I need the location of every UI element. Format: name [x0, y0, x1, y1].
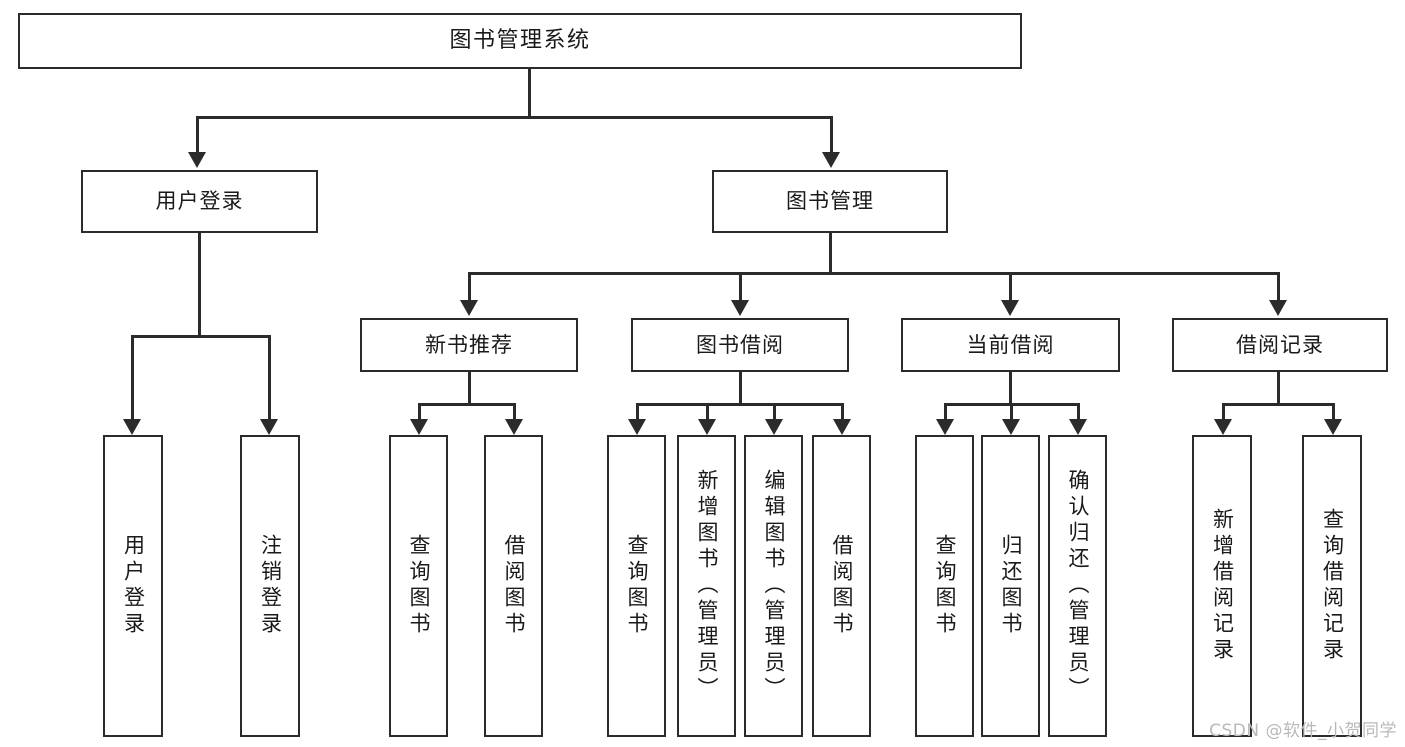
node-label: 图书管理系统: [449, 28, 591, 54]
arrowhead-current-borrow-leaf1: [936, 419, 954, 435]
node-user-login[interactable]: 用户登录: [81, 170, 318, 233]
node-label: 查询图书: [407, 534, 431, 638]
connector-book-borrow-bus: [636, 403, 844, 406]
node-label: 图书管理: [786, 189, 874, 214]
arrowhead-leaf-user-login: [123, 419, 141, 435]
arrowhead-current-borrow: [1001, 300, 1019, 316]
node-borrow-record[interactable]: 借阅记录: [1172, 318, 1388, 372]
node-label: 查询图书: [625, 534, 649, 638]
connector-book-borrow-leaf3: [773, 403, 776, 421]
node-book-management[interactable]: 图书管理: [712, 170, 948, 233]
connector-to-borrow-record: [1277, 272, 1280, 302]
connector-borrow-record-leaf2: [1332, 403, 1335, 421]
node-root-system[interactable]: 图书管理系统: [18, 13, 1022, 69]
node-current-borrow[interactable]: 当前借阅: [901, 318, 1120, 372]
arrowhead-book-borrow-leaf2: [698, 419, 716, 435]
node-label: 借阅记录: [1236, 332, 1324, 357]
node-label: 借阅图书: [502, 534, 526, 638]
connector-current-borrow-leaf1: [944, 403, 947, 421]
connector-book-borrow-leaf2: [706, 403, 709, 421]
node-label: 查询图书: [933, 534, 957, 638]
connector-book-borrow-stem: [739, 372, 742, 403]
node-label: 新书推荐: [425, 332, 513, 357]
csdn-watermark: CSDN @软件_小贺同学: [1209, 721, 1397, 741]
connector-book-mgmt-stem: [829, 233, 832, 272]
leaf-logout[interactable]: 注销登录: [240, 435, 300, 737]
connector-book-borrow-leaf4: [841, 403, 844, 421]
connector-to-new-book: [468, 272, 471, 302]
connector-root-bus: [196, 116, 833, 119]
connector-to-current-borrow: [1009, 272, 1012, 302]
connector-current-borrow-leaf3: [1077, 403, 1080, 421]
leaf-current-confirm-return[interactable]: 确认归还（管理员）: [1048, 435, 1107, 737]
connector-root-to-book-mgmt: [830, 116, 833, 154]
connector-new-book-leaf1: [418, 403, 421, 421]
connector-book-mgmt-bus: [468, 272, 1280, 275]
node-new-book-recommend[interactable]: 新书推荐: [360, 318, 578, 372]
arrowhead-current-borrow-leaf2: [1002, 419, 1020, 435]
leaf-record-add[interactable]: 新增借阅记录: [1192, 435, 1252, 737]
connector-borrow-record-stem: [1277, 372, 1280, 403]
connector-to-leaf-user-login: [131, 335, 134, 421]
connector-current-borrow-leaf2: [1010, 403, 1013, 421]
arrowhead-borrow-record-leaf2: [1324, 419, 1342, 435]
connector-root-to-user-login: [196, 116, 199, 154]
arrowhead-user-login: [188, 152, 206, 168]
arrowhead-new-book: [460, 300, 478, 316]
connector-user-login-stem: [198, 233, 201, 335]
leaf-new-book-query[interactable]: 查询图书: [389, 435, 448, 737]
node-label: 借阅图书: [830, 534, 854, 638]
arrowhead-book-borrow: [731, 300, 749, 316]
node-book-borrow[interactable]: 图书借阅: [631, 318, 849, 372]
node-label: 当前借阅: [966, 332, 1055, 357]
arrowhead-current-borrow-leaf3: [1069, 419, 1087, 435]
connector-new-book-leaf2: [513, 403, 516, 421]
connector-borrow-record-leaf1: [1222, 403, 1225, 421]
node-label: 确认归还（管理员）: [1066, 469, 1090, 703]
leaf-new-book-borrow[interactable]: 借阅图书: [484, 435, 543, 737]
node-label: 查询借阅记录: [1320, 508, 1345, 664]
arrowhead-new-book-leaf1: [410, 419, 428, 435]
node-label: 用户登录: [155, 189, 244, 214]
node-label: 编辑图书（管理员）: [762, 469, 786, 703]
connector-borrow-record-bus: [1222, 403, 1335, 406]
connector-new-book-bus: [418, 403, 516, 406]
arrowhead-book-mgmt: [822, 152, 840, 168]
node-label: 新增借阅记录: [1210, 508, 1235, 664]
arrowhead-new-book-leaf2: [505, 419, 523, 435]
arrowhead-borrow-record-leaf1: [1214, 419, 1232, 435]
arrowhead-book-borrow-leaf1: [628, 419, 646, 435]
node-label: 归还图书: [999, 534, 1023, 638]
arrowhead-book-borrow-leaf4: [833, 419, 851, 435]
leaf-borrow-query-book[interactable]: 查询图书: [607, 435, 666, 737]
leaf-borrow-add-book[interactable]: 新增图书（管理员）: [677, 435, 736, 737]
leaf-user-login[interactable]: 用户登录: [103, 435, 163, 737]
connector-current-borrow-stem: [1009, 372, 1012, 403]
node-label: 新增图书（管理员）: [695, 469, 719, 703]
node-label: 注销登录: [258, 534, 283, 638]
connector-root-stem: [528, 69, 531, 116]
connector-book-borrow-leaf1: [636, 403, 639, 421]
leaf-record-query[interactable]: 查询借阅记录: [1302, 435, 1362, 737]
connector-to-book-borrow: [739, 272, 742, 302]
connector-new-book-stem: [468, 372, 471, 403]
node-label: 图书借阅: [696, 332, 784, 357]
leaf-current-query-book[interactable]: 查询图书: [915, 435, 974, 737]
node-label: 用户登录: [121, 534, 146, 638]
leaf-borrow-borrow-book[interactable]: 借阅图书: [812, 435, 871, 737]
arrowhead-leaf-logout: [260, 419, 278, 435]
leaf-borrow-edit-book[interactable]: 编辑图书（管理员）: [744, 435, 803, 737]
leaf-current-return-book[interactable]: 归还图书: [981, 435, 1040, 737]
connector-to-leaf-logout: [268, 335, 271, 421]
arrowhead-borrow-record: [1269, 300, 1287, 316]
arrowhead-book-borrow-leaf3: [765, 419, 783, 435]
connector-user-login-bus: [131, 335, 268, 338]
